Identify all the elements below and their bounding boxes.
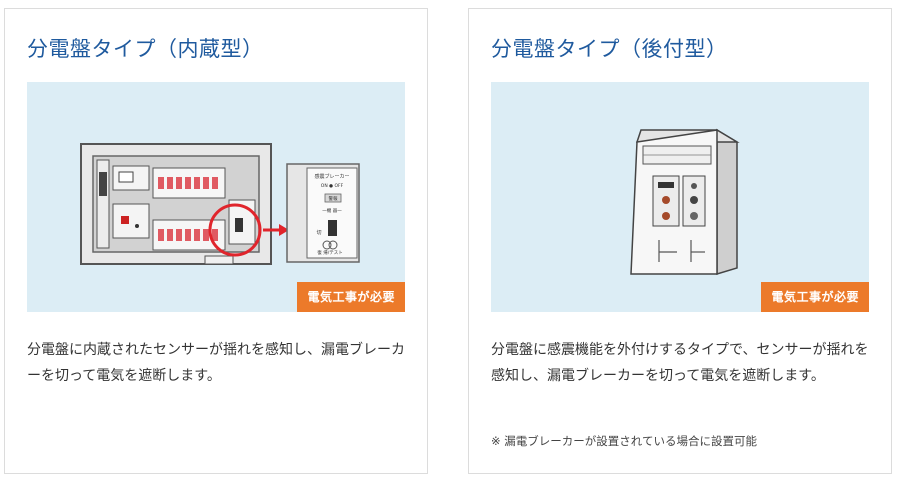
electrical-work-badge: 電気工事が必要 — [297, 282, 405, 312]
illustration-retrofit: 電気工事が必要 — [491, 82, 869, 312]
electrical-work-badge: 電気工事が必要 — [761, 282, 869, 312]
card-description: 分電盤に内蔵されたセンサーが揺れを感知し、漏電ブレーカーを切って電気を遮断します… — [27, 342, 405, 384]
illustration-built-in: 感震ブレーカー ON ● OFF 警報 一機 器一 切 復 帰/テスト 電気工事… — [27, 82, 405, 312]
card-built-in: 分電盤タイプ（内蔵型） — [4, 8, 428, 474]
panel-label-top: 感震ブレーカー — [314, 173, 349, 180]
panel-label-mid: 一機 器一 — [322, 207, 342, 214]
panel-label-side: 切 — [316, 229, 321, 236]
card-title: 分電盤タイプ（内蔵型） — [27, 37, 264, 61]
card-description: 分電盤に感震機能を外付けするタイプで、センサーが揺れを感知し、漏電ブレーカーを切… — [491, 342, 869, 384]
installation-note: ※ 漏電ブレーカーが設置されている場合に設置可能 — [491, 434, 757, 448]
card-retrofit: 分電盤タイプ（後付型） — [468, 8, 892, 474]
panel-label-bottom: 復 帰/テスト — [317, 249, 342, 256]
panel-label-box: 警報 — [329, 195, 338, 202]
card-title: 分電盤タイプ（後付型） — [491, 37, 728, 61]
panel-label-sub: ON ● OFF — [321, 183, 344, 189]
retrofit-box-illustration — [630, 128, 740, 276]
breaker-panel-illustration: 感震ブレーカー ON ● OFF 警報 一機 器一 切 復 帰/テスト — [80, 143, 360, 265]
